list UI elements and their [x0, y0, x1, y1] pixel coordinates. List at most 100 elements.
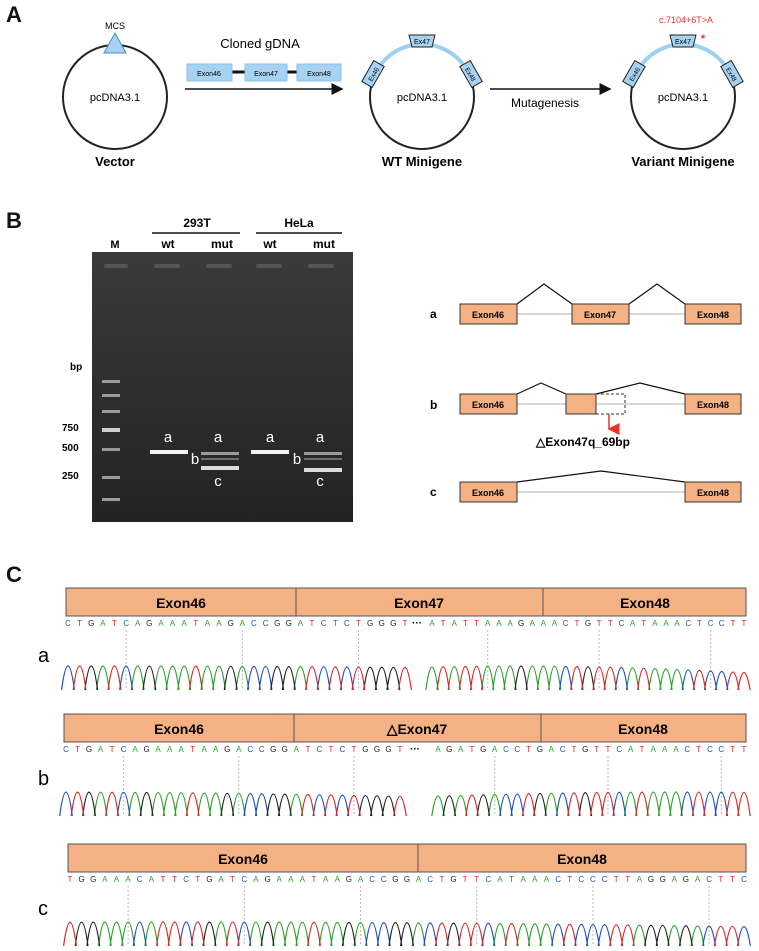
base-letter: T	[112, 619, 117, 628]
base-letter: A	[170, 619, 176, 628]
base-letter: A	[216, 619, 222, 628]
track-b-header-exon46	[63, 713, 295, 743]
gel-wells	[104, 264, 334, 268]
trace-peak-c	[59, 791, 350, 817]
schematic-a-exon46-label: Exon46	[472, 310, 504, 320]
base-letter: C	[381, 875, 387, 884]
variant-ex47-label: Ex47	[675, 39, 691, 46]
base-letter: A	[630, 619, 636, 628]
base-letter: G	[518, 619, 524, 628]
base-letter: T	[640, 745, 645, 754]
base-letter: G	[537, 745, 543, 754]
trace-peak-a	[97, 921, 705, 947]
base-letter: A	[628, 745, 634, 754]
lane-293t-wt: wt	[160, 237, 174, 251]
base-letter: T	[625, 875, 630, 884]
schematic-a-exon46	[459, 303, 518, 325]
base-letter: C	[65, 619, 71, 628]
base-letter: C	[251, 619, 257, 628]
lane-hela-mut: mut	[313, 237, 335, 251]
track-a-header-exon47	[295, 587, 544, 617]
base-letter: A	[435, 745, 441, 754]
base-letter: A	[323, 875, 329, 884]
base-letter: T	[606, 745, 611, 754]
band-label-hela-c: c	[316, 473, 324, 490]
base-letter: A	[236, 745, 242, 754]
trace-peak-t	[72, 665, 412, 691]
trace-peak-g	[84, 665, 401, 691]
band-label-293t-b: b	[191, 451, 199, 468]
base-letter: G	[274, 619, 280, 628]
base-letter: C	[706, 875, 712, 884]
base-letter: T	[509, 875, 514, 884]
track-b-header-exon46-label: Exon46	[154, 721, 204, 737]
base-letter: T	[614, 875, 619, 884]
band-hela-mut-b	[304, 458, 342, 460]
base-letter: G	[585, 619, 591, 628]
panel-b-diagram: M 293T wt mut HeLa wt mut a b c a a b	[62, 216, 742, 522]
track-c-label: c	[38, 898, 48, 920]
schematic-a-exon48-label: Exon48	[697, 310, 729, 320]
base-letter: A	[158, 619, 164, 628]
base-letter: C	[369, 875, 375, 884]
base-letter: T	[526, 745, 531, 754]
track-c-header-exon46-label: Exon46	[218, 851, 268, 867]
panel-b-letter: B	[6, 208, 22, 233]
vector-plasmid-label: pcDNA3.1	[90, 92, 140, 104]
base-letter: G	[86, 745, 92, 754]
schematic-b-deleted-region	[595, 393, 626, 415]
schematic-c-label: c	[430, 485, 437, 499]
track-c-header-exon46	[67, 843, 419, 873]
base-letter: C	[263, 619, 269, 628]
base-letter: A	[530, 619, 536, 628]
schematic-c-exon48-label: Exon48	[697, 488, 729, 498]
base-letter: C	[619, 619, 625, 628]
track-b-label: b	[38, 768, 49, 790]
base-letter: A	[496, 619, 502, 628]
base-letter: A	[298, 619, 304, 628]
base-letter: T	[742, 745, 747, 754]
base-letter: T	[463, 875, 468, 884]
trace-peak-t	[465, 791, 751, 817]
base-letter: G	[282, 745, 288, 754]
trace-peak-t	[63, 921, 740, 947]
ladder-250: 250	[62, 471, 79, 482]
track-b-header-dexon47-label: △Exon47	[386, 721, 448, 737]
track-c-header-exon48-label: Exon48	[557, 851, 607, 867]
band-293t-mut-b	[201, 458, 239, 460]
base-letter: T	[172, 875, 177, 884]
base-letter: C	[718, 745, 724, 754]
base-letter: A	[358, 875, 364, 884]
base-letter: A	[652, 619, 658, 628]
base-letter: A	[335, 875, 341, 884]
variant-insert-arc	[638, 42, 728, 69]
band-293t-wt-a	[150, 450, 188, 454]
ladder-500: 500	[62, 443, 79, 454]
base-letter: C	[137, 875, 143, 884]
base-letter: C	[241, 875, 247, 884]
base-letter: A	[98, 745, 104, 754]
band-label-hela-mut-a: a	[316, 429, 325, 446]
gdna-exon48-label: Exon48	[307, 71, 331, 78]
base-letter: C	[514, 745, 520, 754]
base-letter: T	[161, 875, 166, 884]
base-letter: G	[367, 619, 373, 628]
band-label-293t-c: c	[214, 473, 222, 490]
base-letter: C	[563, 619, 569, 628]
schematic-b-exon47-partial	[565, 393, 597, 415]
base-letter: G	[450, 875, 456, 884]
base-letter: A	[149, 875, 155, 884]
band-hela-mut-c	[304, 468, 342, 472]
wt-caption: WT Minigene	[382, 154, 462, 169]
base-letter: C	[616, 745, 622, 754]
base-letter: G	[582, 745, 588, 754]
base-letter: C	[719, 619, 725, 628]
track-a-chromatogram	[61, 630, 751, 691]
vector-caption: Vector	[95, 154, 135, 169]
base-letter: T	[110, 745, 115, 754]
schematic-a-label: a	[430, 307, 437, 321]
track-c-chromatogram	[63, 886, 751, 947]
panel-a-diagram: MCS pcDNA3.1 Vector Cloned gDNA Exon46 E…	[62, 15, 744, 169]
